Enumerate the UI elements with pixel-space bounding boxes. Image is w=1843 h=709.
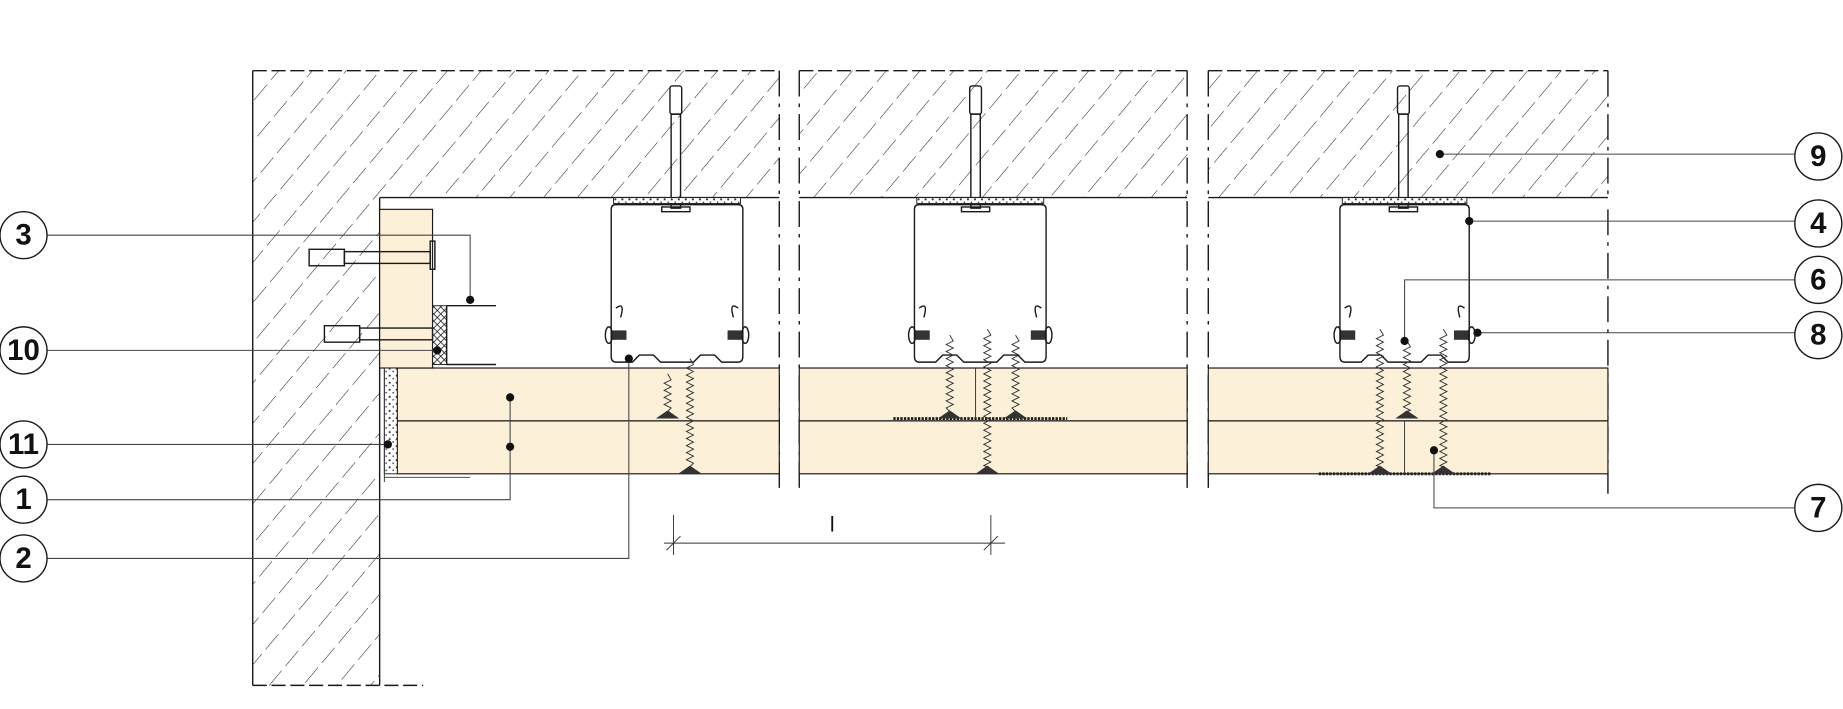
svg-text:8: 8 (1810, 319, 1826, 352)
screw-thread (1010, 334, 1021, 412)
profile-clip (615, 305, 739, 318)
callout-1: 1 (0, 475, 48, 524)
board-joint (975, 368, 1406, 474)
hanger-plate (1388, 206, 1419, 213)
screw-head (1368, 465, 1392, 474)
callout-6: 6 (1794, 255, 1843, 305)
insulation-strip (383, 367, 398, 475)
hanger-plate (960, 206, 991, 213)
svg-text:1: 1 (15, 483, 31, 516)
sealing-tape (613, 197, 741, 204)
screw (1003, 334, 1028, 419)
screw-head (975, 465, 1000, 474)
leader-lines (47, 153, 1795, 559)
screw-head (937, 410, 962, 419)
ceiling-profile (913, 203, 1047, 363)
screw (1431, 328, 1456, 474)
dimension-label: l (830, 513, 835, 536)
connector-screw (1030, 330, 1045, 340)
screw-thread (945, 334, 955, 412)
profile-clip (918, 305, 1042, 318)
connector-screw (612, 330, 627, 340)
callout-3: 3 (0, 210, 48, 260)
dimension-l: l (664, 513, 1005, 555)
leader-dots (383, 149, 1482, 455)
ceiling-bay-2 (893, 85, 1068, 474)
callout-7: 7 (1794, 483, 1843, 533)
callout-8: 8 (1794, 310, 1843, 360)
connector-screw (915, 330, 930, 340)
callout-2: 2 (0, 534, 48, 583)
svg-text:2: 2 (15, 542, 31, 575)
screw-thread (685, 358, 695, 468)
screw-thread (663, 373, 673, 412)
ceiling-profile (1339, 203, 1470, 363)
screw-head (655, 410, 680, 419)
ceiling-bay-1 (604, 85, 750, 474)
screw (1368, 328, 1392, 474)
screw (655, 373, 680, 419)
screw (1395, 340, 1419, 419)
callout-9: 9 (1794, 132, 1843, 181)
connector-screw (1453, 330, 1469, 340)
sealing-pad (432, 305, 448, 365)
connector-screw (727, 330, 742, 340)
svg-text:11: 11 (8, 428, 39, 461)
svg-text:9: 9 (1810, 140, 1826, 173)
screw (975, 328, 1000, 474)
hanger-rod (1398, 113, 1409, 209)
svg-text:7: 7 (1810, 491, 1826, 524)
plasterboard-layers (379, 208, 1609, 483)
profile-clip (1344, 305, 1465, 318)
callout-4: 4 (1794, 199, 1843, 248)
screw-thread (1402, 340, 1412, 412)
sealing-tape (1341, 197, 1468, 204)
ceiling-profile (610, 203, 744, 363)
hanger-rod (670, 113, 682, 209)
svg-text:3: 3 (15, 219, 31, 252)
sealing-tape (916, 197, 1045, 204)
screw-thread (982, 328, 992, 468)
screw (678, 358, 702, 474)
callout-10: 10 (0, 326, 48, 375)
svg-text:10: 10 (7, 334, 40, 367)
svg-text:6: 6 (1810, 263, 1826, 296)
connector-screw (1341, 330, 1356, 340)
screw-thread (1438, 328, 1448, 468)
batten (379, 208, 434, 369)
hanger-plate (661, 206, 691, 213)
screw-thread (1375, 328, 1385, 468)
screw-head (1003, 410, 1028, 419)
screw (937, 334, 962, 419)
screw-head (1431, 465, 1456, 474)
callout-11: 11 (0, 420, 48, 469)
svg-text:4: 4 (1810, 207, 1827, 240)
screw-head (1395, 410, 1419, 419)
hanger-rod (970, 113, 981, 209)
screw-head (678, 465, 702, 474)
